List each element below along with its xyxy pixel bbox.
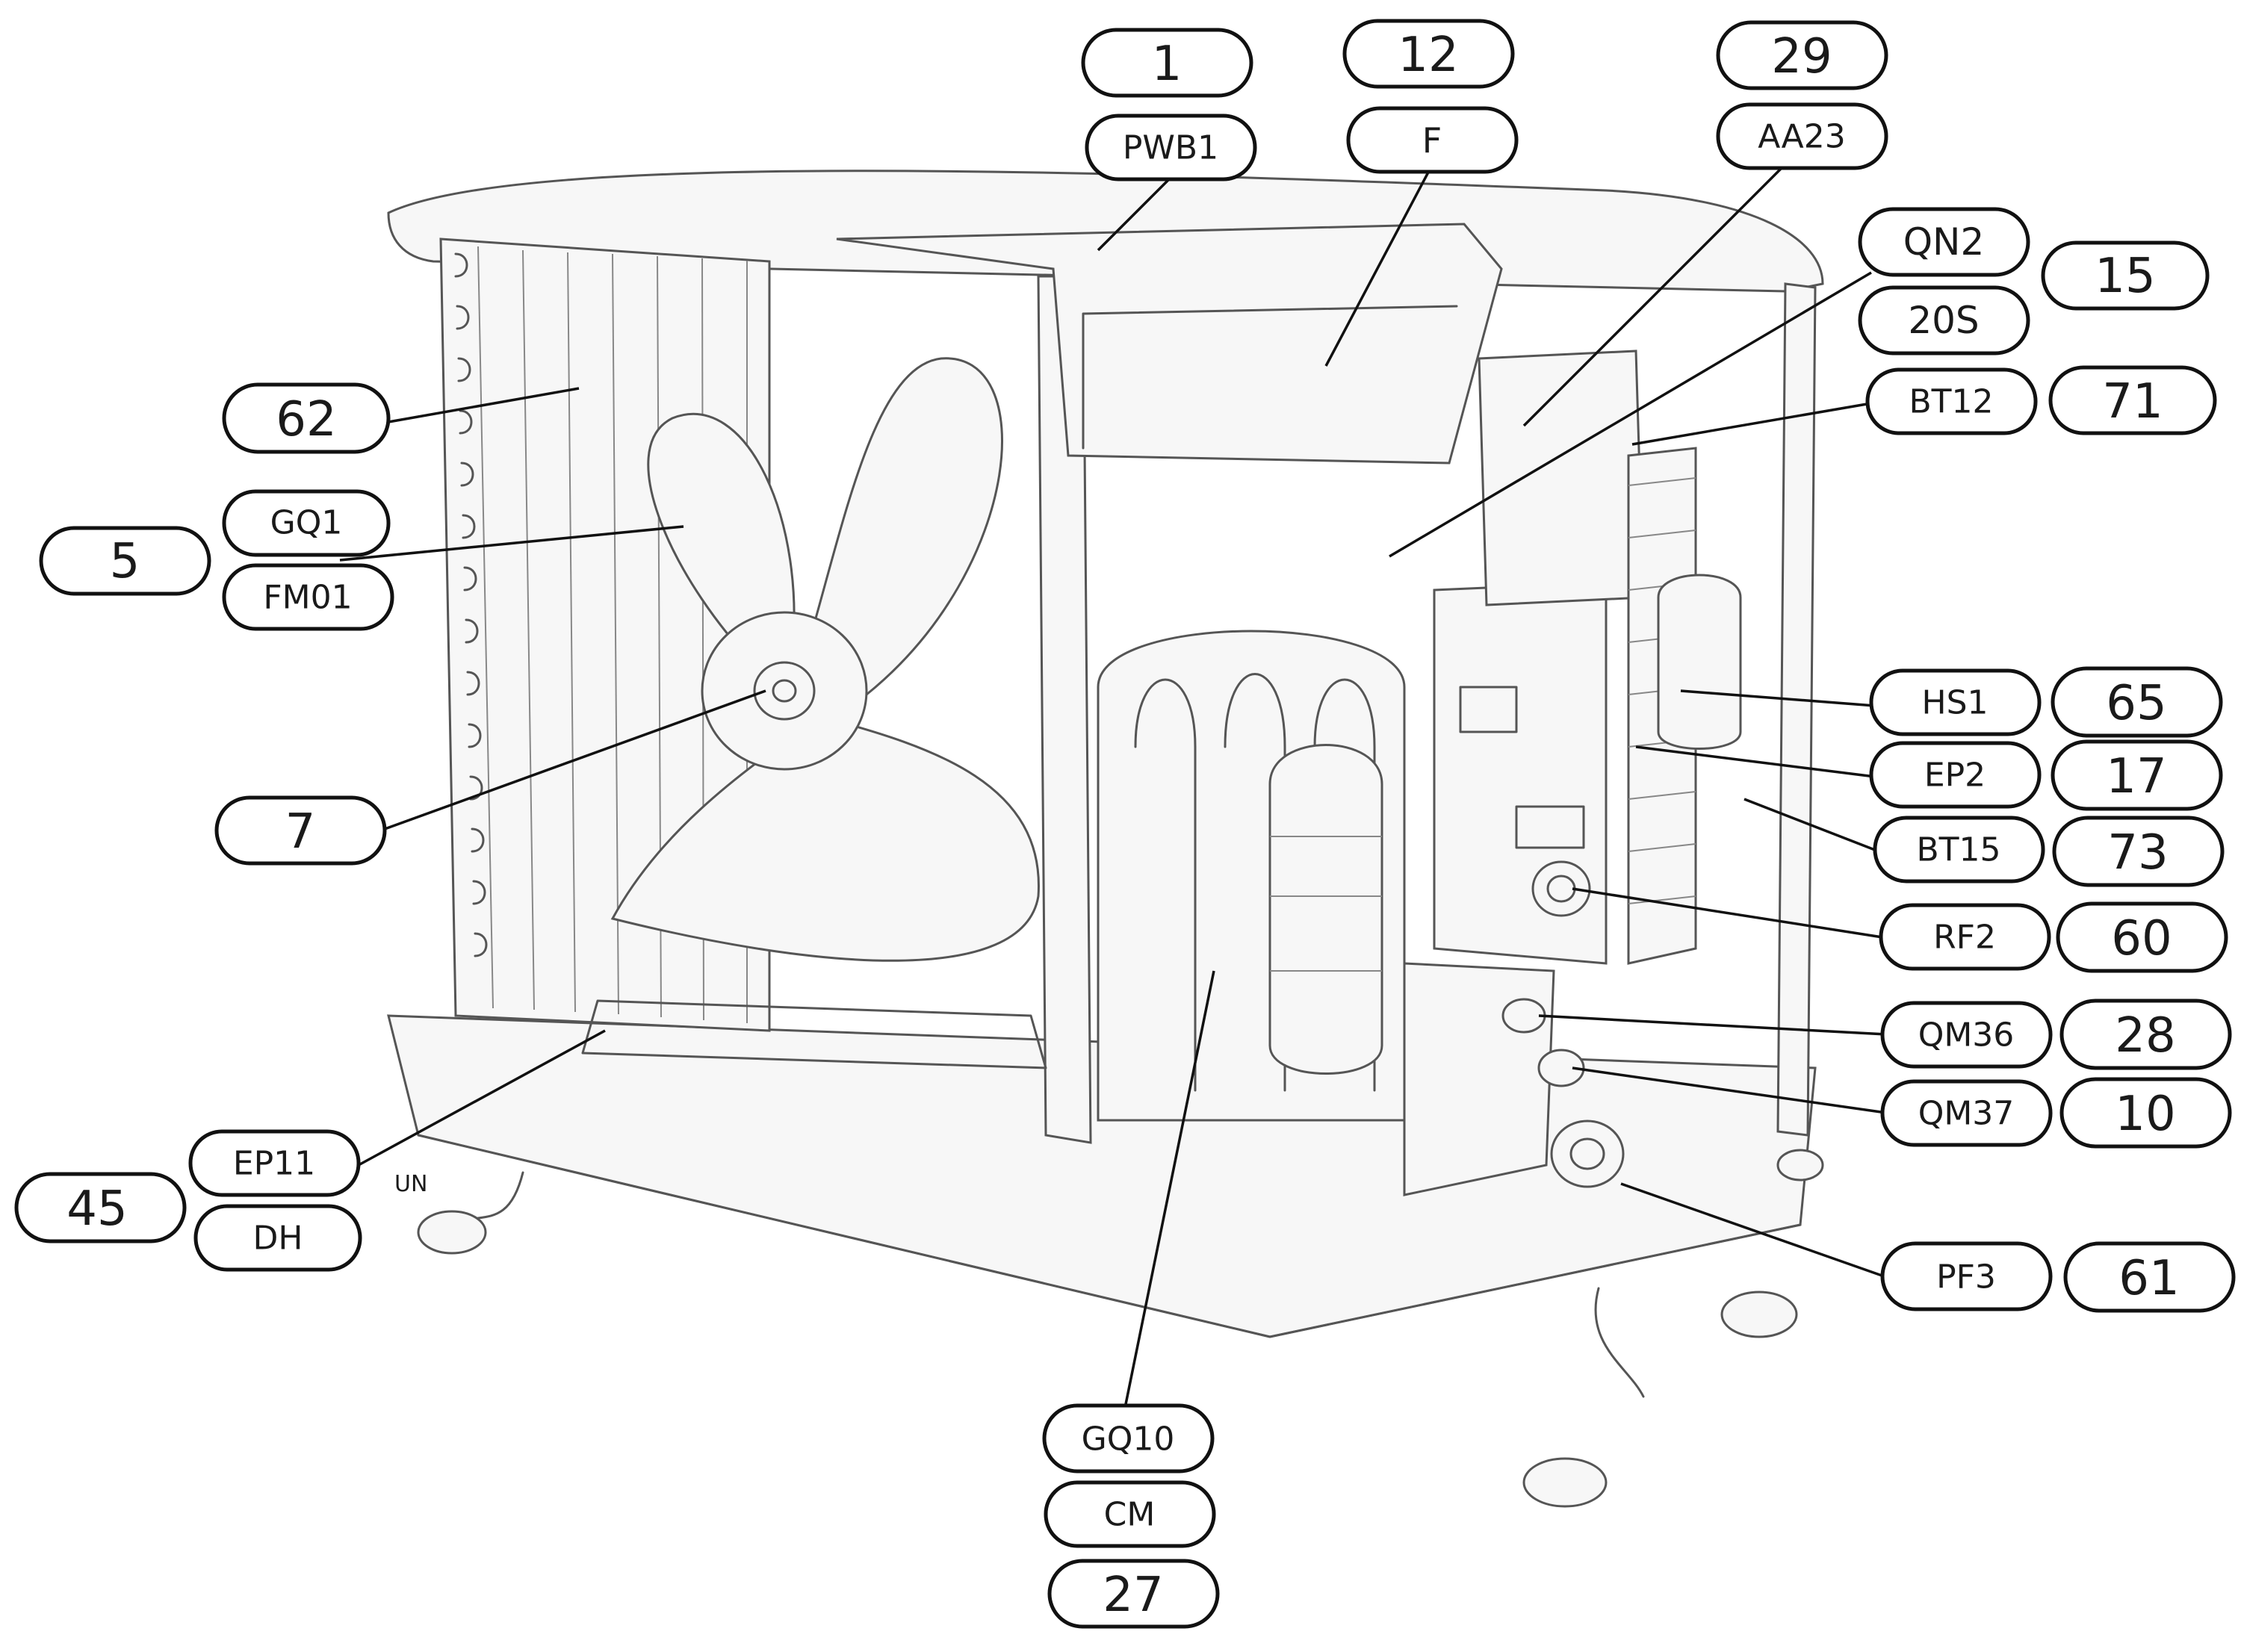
callout-7: 7 bbox=[214, 795, 387, 866]
callout-ep11: EP11 bbox=[188, 1129, 361, 1197]
callout-bt12-text: BT12 bbox=[1909, 383, 1993, 421]
callout-62-text: 62 bbox=[276, 392, 336, 447]
callout-1: 1 bbox=[1081, 28, 1253, 98]
callout-pwb1-text: PWB1 bbox=[1123, 129, 1218, 167]
callout-1-text: 1 bbox=[1152, 37, 1183, 92]
callout-bt15-text: BT15 bbox=[1916, 831, 2000, 869]
callout-gq1-text: GQ1 bbox=[270, 504, 343, 542]
callout-qm37-text: QM37 bbox=[1918, 1095, 2015, 1133]
callout-73: 73 bbox=[2052, 816, 2225, 887]
leader-hs1 bbox=[1680, 689, 1876, 707]
callout-labels: 1 PWB1 12 F 29 AA23 QN2 15 20S BT12 71 6… bbox=[14, 19, 2236, 1629]
callout-ep2-text: EP2 bbox=[1924, 757, 1986, 795]
callout-45: 45 bbox=[14, 1172, 187, 1243]
callout-dh-text: DH bbox=[253, 1220, 303, 1258]
leader-qm36 bbox=[1538, 1014, 1887, 1036]
callout-qm36: QM36 bbox=[1880, 1001, 2053, 1069]
callout-ep11-text: EP11 bbox=[233, 1145, 315, 1183]
callout-20s: 20S bbox=[1858, 285, 2030, 355]
leader-ep11 bbox=[358, 1029, 606, 1167]
callout-12-text: 12 bbox=[1398, 28, 1458, 83]
callout-61: 61 bbox=[2063, 1241, 2236, 1313]
leader-bt15 bbox=[1743, 798, 1879, 853]
leader-bt12 bbox=[1631, 402, 1872, 446]
callout-hs1-text: HS1 bbox=[1921, 684, 1988, 722]
callout-cm-text: CM bbox=[1104, 1496, 1156, 1534]
callout-28-text: 28 bbox=[2115, 1008, 2175, 1063]
callout-aa23-text: AA23 bbox=[1758, 118, 1845, 156]
callout-10: 10 bbox=[2059, 1077, 2232, 1149]
callout-71-text: 71 bbox=[2102, 374, 2163, 429]
callout-12: 12 bbox=[1342, 19, 1515, 89]
callout-27: 27 bbox=[1047, 1559, 1220, 1629]
callout-gq10: GQ10 bbox=[1042, 1403, 1215, 1474]
callout-qm37: QM37 bbox=[1880, 1079, 2053, 1147]
callout-rf2-text: RF2 bbox=[1933, 919, 1996, 957]
leader-gq10-cm bbox=[1123, 970, 1215, 1412]
callout-17: 17 bbox=[2051, 739, 2223, 811]
callout-15: 15 bbox=[2041, 240, 2210, 311]
callout-27-text: 27 bbox=[1103, 1568, 1163, 1623]
leader-qn2 bbox=[1389, 271, 1872, 558]
callout-aa23: AA23 bbox=[1716, 102, 1888, 170]
leader-pwb1 bbox=[1097, 170, 1178, 252]
callout-ep2: EP2 bbox=[1869, 741, 2042, 809]
callout-bt15: BT15 bbox=[1873, 816, 2045, 884]
callout-f-text: F bbox=[1422, 120, 1442, 161]
callout-71: 71 bbox=[2048, 365, 2217, 435]
leader-pf3 bbox=[1620, 1182, 1887, 1279]
leader-aa23 bbox=[1522, 159, 1791, 427]
callout-5-text: 5 bbox=[110, 534, 140, 589]
callout-10-text: 10 bbox=[2115, 1087, 2175, 1142]
callout-fm01-text: FM01 bbox=[263, 579, 352, 617]
callout-65-text: 65 bbox=[2106, 676, 2166, 731]
callout-gq10-text: GQ10 bbox=[1082, 1420, 1175, 1459]
callout-29-text: 29 bbox=[1771, 29, 1832, 84]
callout-15-text: 15 bbox=[2095, 249, 2155, 304]
outdoor-unit-drawing: UN bbox=[387, 170, 1824, 1508]
callout-28: 28 bbox=[2059, 999, 2232, 1070]
callout-qm36-text: QM36 bbox=[1918, 1016, 2015, 1055]
callout-bt12: BT12 bbox=[1865, 367, 2038, 435]
leader-qm37 bbox=[1572, 1066, 1887, 1114]
callout-5: 5 bbox=[39, 526, 211, 596]
leader-lines bbox=[339, 159, 1887, 1412]
leader-ep2 bbox=[1635, 745, 1876, 778]
callout-cm: CM bbox=[1044, 1480, 1216, 1548]
callout-qn2-text: QN2 bbox=[1903, 220, 1985, 264]
callout-61-text: 61 bbox=[2118, 1251, 2179, 1306]
callout-60-text: 60 bbox=[2111, 911, 2172, 966]
callout-pf3: PF3 bbox=[1880, 1241, 2053, 1311]
callout-20s-text: 20S bbox=[1908, 299, 1979, 342]
callout-hs1: HS1 bbox=[1869, 668, 2042, 736]
callout-qn2: QN2 bbox=[1858, 207, 2030, 277]
leader-f bbox=[1324, 167, 1432, 367]
callout-73-text: 73 bbox=[2107, 825, 2168, 881]
callout-dh: DH bbox=[193, 1204, 362, 1272]
callout-17-text: 17 bbox=[2106, 749, 2166, 804]
callout-pf3-text: PF3 bbox=[1936, 1258, 1996, 1297]
callout-7-text: 7 bbox=[285, 804, 316, 860]
callout-pwb1: PWB1 bbox=[1085, 114, 1257, 181]
callout-65: 65 bbox=[2051, 666, 2223, 738]
callout-rf2: RF2 bbox=[1879, 903, 2051, 971]
callout-62: 62 bbox=[222, 382, 391, 454]
leader-7 bbox=[384, 689, 766, 830]
callout-45-text: 45 bbox=[66, 1181, 127, 1237]
callout-fm01: FM01 bbox=[222, 563, 394, 631]
leader-rf2 bbox=[1572, 887, 1883, 939]
leader-62 bbox=[388, 387, 580, 423]
leader-gq1-fm01 bbox=[339, 525, 684, 562]
callout-f: F bbox=[1346, 106, 1519, 174]
callout-29: 29 bbox=[1716, 20, 1888, 90]
callout-60: 60 bbox=[2056, 901, 2228, 973]
unit-mark-text: UN bbox=[394, 1171, 427, 1197]
callout-gq1: GQ1 bbox=[222, 489, 391, 557]
